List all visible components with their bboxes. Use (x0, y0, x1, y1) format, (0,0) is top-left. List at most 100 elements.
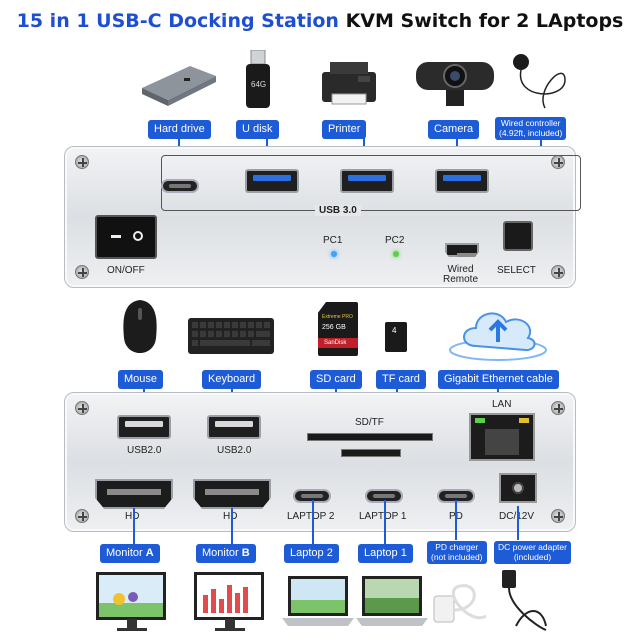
camera-image (410, 58, 500, 110)
label-wired-controller: Wired controller (4.92ft, included) (495, 117, 567, 140)
screw-icon (75, 155, 89, 169)
label-wired-controller-line1: Wired controller (500, 118, 561, 128)
connector-line (133, 508, 135, 544)
monitor-stand (225, 619, 235, 629)
wired-remote-line1: Wired (447, 264, 474, 275)
hdmi-port-b (193, 479, 271, 509)
hard-drive-image (138, 58, 218, 108)
label-tf-card: TF card (376, 370, 426, 389)
top-panel: USB 3.0 ON/OFF PC1 PC2 Wired Remote SELE… (64, 146, 581, 288)
lan-led-left (475, 418, 485, 423)
lan-label: LAN (492, 399, 512, 410)
onoff-label: ON/OFF (107, 265, 145, 276)
select-label: SELECT (497, 265, 536, 276)
label-hard-drive: Hard drive (148, 120, 211, 139)
usb3-port-3 (435, 169, 489, 193)
tf-card-image: 4 (385, 322, 407, 352)
bottom-panel: USB2.0 USB2.0 SD/TF LAN HD HD LAPTOP 2 L… (64, 392, 576, 532)
label-monitor-b: Monitor B (196, 544, 256, 563)
usb-c-port-hard-drive (161, 179, 199, 193)
pc1-label: PC1 (323, 235, 343, 246)
screw-icon (75, 401, 89, 415)
monitor-a-image (96, 572, 166, 631)
sd-card-band (318, 338, 358, 348)
laptop1-image (356, 576, 428, 628)
laptop2-port-label: LAPTOP 2 (287, 511, 335, 522)
usb2-port-a (117, 415, 171, 439)
connector-line (312, 500, 314, 544)
monitor-base (215, 628, 245, 631)
sd-slot (307, 433, 433, 441)
connector-line (517, 506, 519, 540)
usb-drive-image: 64G (242, 49, 274, 110)
sd-card-capacity: 256 GB (322, 324, 346, 331)
lan-jack (485, 429, 519, 455)
screw-icon (551, 401, 565, 415)
wired-remote-line2: Remote (443, 274, 479, 285)
usb2-port-b (207, 415, 261, 439)
hdmi-port-a (95, 479, 173, 509)
hd-b-label: HD (223, 511, 237, 522)
sd-card-maker: SanDisk (324, 340, 347, 346)
pd-charger-image (430, 576, 490, 632)
usb2-a-label: USB2.0 (127, 445, 162, 456)
usb-drive-capacity: 64G (251, 80, 267, 89)
monitor-stand (127, 619, 137, 629)
pc1-led (331, 251, 337, 257)
wired-remote-label: Wired Remote (443, 265, 478, 285)
label-sd-card: SD card (310, 370, 362, 389)
label-laptop1: Laptop 1 (358, 544, 413, 563)
wired-remote-port (445, 243, 479, 257)
label-wired-controller-line2: (4.92ft, included) (499, 127, 563, 138)
connector-line (384, 500, 386, 544)
dc-adapter-image (496, 566, 556, 632)
label-pd-charger: PD charger (not included) (427, 541, 487, 564)
title-part-blue: 15 in 1 USB-C Docking Station (16, 10, 339, 32)
keyboard-image (188, 318, 274, 356)
hd-a-label: HD (125, 511, 139, 522)
screw-icon (75, 509, 89, 523)
power-switch[interactable] (95, 215, 157, 259)
dc-port (499, 473, 537, 503)
label-dc-adapter-line1: DC power adapter (498, 542, 567, 552)
tf-slot (341, 449, 401, 457)
label-gigabit: Gigabit Ethernet cable (438, 370, 559, 389)
screw-icon (551, 509, 565, 523)
usb3-port-1 (245, 169, 299, 193)
pc2-label: PC2 (385, 235, 405, 246)
usb3-label: USB 3.0 (315, 205, 361, 216)
label-laptop2: Laptop 2 (284, 544, 339, 563)
label-pd-charger-line1: PD charger (435, 542, 479, 552)
label-keyboard: Keyboard (202, 370, 262, 389)
sd-card-brand-line: Extreme PRO (322, 314, 353, 320)
select-button[interactable] (503, 221, 533, 251)
cloud-network-icon (448, 300, 548, 362)
page-title: 15 in 1 USB-C Docking Station KVM Switch… (0, 10, 640, 32)
label-pd-charger-line2: (not included) (431, 551, 483, 562)
screw-icon (551, 155, 565, 169)
tf-card-text: 4 (392, 326, 397, 335)
sd-card-image: Extreme PRO 256 GB SanDisk (318, 302, 358, 356)
screw-icon (551, 265, 565, 279)
title-part-dark: KVM Switch for 2 LAptops (345, 10, 624, 32)
usb3-port-2 (340, 169, 394, 193)
connector-line (455, 500, 457, 540)
usb2-b-label: USB2.0 (217, 445, 252, 456)
laptop2-image (282, 576, 354, 628)
label-monitor-b-prefix: Monitor (202, 547, 242, 559)
pc2-led (393, 251, 399, 257)
label-monitor-a-prefix: Monitor (106, 547, 146, 559)
laptop1-port-label: LAPTOP 1 (359, 511, 407, 522)
label-printer: Printer (322, 120, 367, 139)
dc-jack (512, 482, 524, 494)
power-off-mark (133, 231, 143, 241)
mouse-image (118, 298, 162, 362)
sdtf-label: SD/TF (355, 417, 384, 428)
label-monitor-b-letter: B (241, 547, 250, 559)
monitor-b-image (194, 572, 264, 631)
printer-image (318, 58, 380, 110)
lan-port (469, 413, 535, 461)
label-u-disk: U disk (236, 120, 279, 139)
dc-label: DC/12V (499, 511, 534, 522)
label-dc-adapter: DC power adapter (included) (494, 541, 571, 564)
